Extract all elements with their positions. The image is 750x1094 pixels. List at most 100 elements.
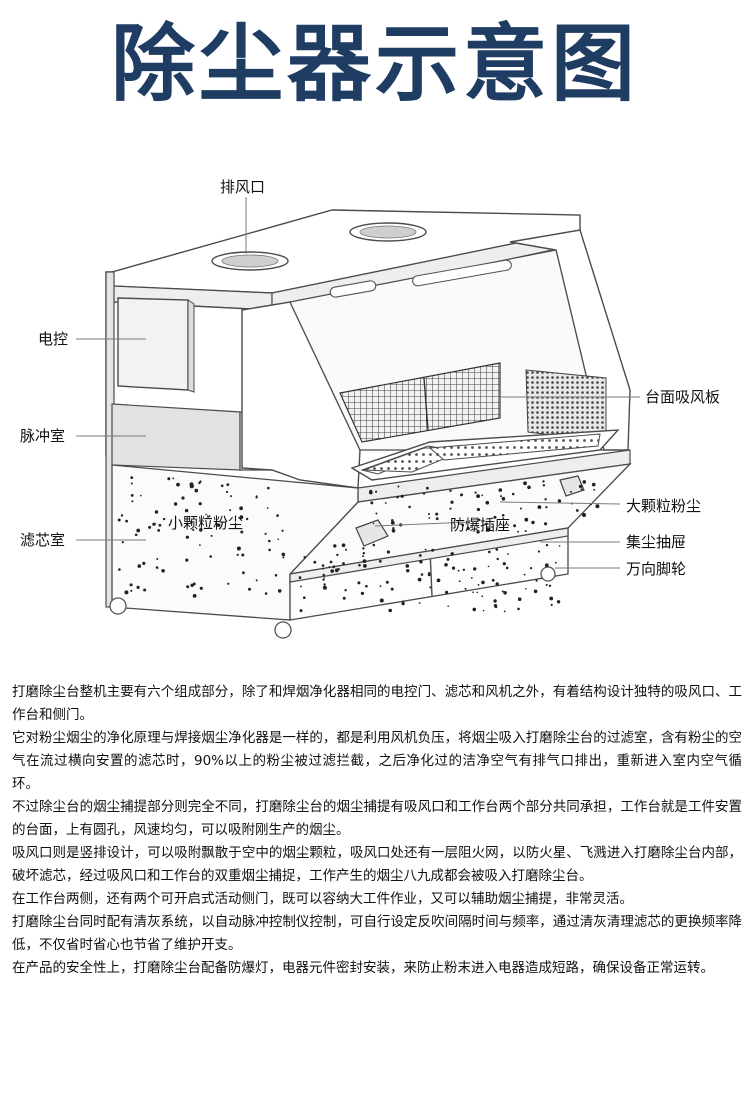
dust-dot bbox=[595, 504, 600, 509]
dust-dot bbox=[267, 486, 270, 490]
dust-dot bbox=[131, 500, 134, 503]
dust-dot bbox=[470, 577, 473, 579]
dust-dot bbox=[545, 543, 549, 547]
dust-dot bbox=[535, 579, 538, 582]
dust-dot bbox=[517, 607, 520, 611]
dust-dot bbox=[447, 605, 450, 607]
dust-dot bbox=[372, 522, 375, 525]
dust-dot bbox=[321, 564, 325, 567]
dust-dot bbox=[458, 580, 461, 583]
dust-dot bbox=[517, 530, 519, 533]
dust-dot bbox=[476, 591, 479, 594]
dust-dot bbox=[493, 515, 497, 519]
label-exhaust: 排风口 bbox=[220, 178, 265, 196]
dust-dot bbox=[372, 543, 376, 547]
dust-dot bbox=[501, 496, 506, 501]
paragraph-2: 它对粉尘烟尘的净化原理与焊接烟尘净化器是一样的，都是利用风机负压，将烟尘吸入打磨… bbox=[12, 730, 742, 792]
dust-dot bbox=[517, 597, 522, 601]
dust-dot bbox=[125, 519, 128, 523]
dust-dot bbox=[523, 573, 526, 576]
dust-dot bbox=[268, 539, 271, 543]
dust-dot bbox=[570, 490, 572, 493]
dust-dot bbox=[242, 571, 245, 575]
dust-dot bbox=[542, 484, 546, 487]
dust-dot bbox=[142, 561, 146, 565]
dust-dot bbox=[491, 578, 495, 582]
dust-dot bbox=[185, 535, 189, 539]
label-filter: 滤芯室 bbox=[20, 531, 65, 549]
dust-dot bbox=[390, 587, 394, 591]
dust-dot bbox=[435, 512, 439, 516]
wheel-front-right bbox=[274, 621, 292, 639]
dust-dot bbox=[488, 550, 491, 554]
dust-dot bbox=[192, 528, 195, 531]
dust-dot bbox=[451, 566, 456, 570]
dust-dot bbox=[336, 553, 339, 557]
dust-dot bbox=[545, 506, 548, 509]
dust-dot bbox=[241, 553, 245, 557]
dust-dot bbox=[446, 557, 450, 561]
dust-dot bbox=[226, 483, 230, 486]
dust-dot bbox=[390, 520, 395, 525]
dust-dot bbox=[365, 584, 368, 588]
dust-dot bbox=[474, 491, 477, 494]
paragraph-3: 不过除尘台的烟尘捕提部分则完全不同，打磨除尘台的烟尘捕提有吸风口和工作台两个部分… bbox=[12, 799, 742, 838]
dust-dot bbox=[189, 482, 194, 487]
dust-dot bbox=[181, 496, 185, 500]
dust-dot bbox=[481, 595, 484, 598]
dust-dot bbox=[578, 484, 583, 489]
dust-dot bbox=[397, 485, 400, 488]
dust-dot bbox=[148, 525, 152, 529]
dust-dot bbox=[362, 559, 367, 563]
dust-dot bbox=[391, 519, 394, 522]
dust-dot bbox=[208, 515, 211, 518]
dust-dot bbox=[457, 569, 460, 572]
dust-dot bbox=[461, 524, 465, 527]
dust-dot bbox=[136, 585, 140, 589]
dust-dot bbox=[523, 481, 527, 486]
dust-dot bbox=[486, 527, 491, 532]
dust-dot bbox=[422, 492, 426, 495]
dust-dot bbox=[482, 609, 485, 612]
dust-dot bbox=[580, 488, 583, 491]
dust-dot bbox=[450, 500, 454, 504]
dust-dot bbox=[557, 499, 562, 503]
dust-dot bbox=[130, 494, 134, 497]
dust-dot bbox=[464, 587, 467, 590]
dust-dot bbox=[176, 482, 180, 487]
dust-dot bbox=[341, 543, 346, 547]
dust-dot bbox=[388, 608, 393, 613]
socket-left bbox=[355, 519, 389, 547]
dust-dot bbox=[533, 589, 538, 594]
dust-dot bbox=[357, 581, 361, 585]
dust-dot bbox=[303, 596, 306, 599]
dust-dot bbox=[549, 596, 554, 601]
dust-dot bbox=[476, 494, 480, 498]
paragraph-5: 在工作台两侧，还有两个可开启式活动侧门，既可以容纳大工件作业，又可以辅助烟尘捕提… bbox=[12, 891, 633, 907]
dust-dot bbox=[362, 547, 365, 550]
dust-dot bbox=[190, 520, 193, 524]
dust-dot bbox=[277, 589, 282, 593]
dust-dot bbox=[332, 565, 336, 569]
dust-dot bbox=[384, 502, 387, 504]
dust-dot bbox=[345, 548, 347, 551]
dust-dot bbox=[544, 522, 548, 526]
dust-dot bbox=[239, 506, 244, 511]
dust-dot bbox=[120, 514, 124, 517]
dust-dot bbox=[255, 579, 258, 582]
dust-dot bbox=[370, 501, 374, 505]
dust-dot bbox=[277, 538, 280, 541]
dust-dot bbox=[363, 564, 367, 568]
dust-dot bbox=[582, 513, 586, 517]
dust-dot bbox=[199, 528, 203, 532]
dust-dot bbox=[158, 523, 162, 527]
dust-dot bbox=[378, 559, 382, 563]
dust-dot bbox=[548, 584, 552, 587]
dust-dot bbox=[255, 496, 258, 499]
dust-dot bbox=[472, 607, 477, 612]
dust-dot bbox=[558, 545, 561, 547]
dust-dot bbox=[225, 490, 229, 494]
dust-dot bbox=[544, 498, 547, 501]
dust-dot bbox=[161, 569, 165, 573]
dust-dot bbox=[121, 541, 124, 544]
